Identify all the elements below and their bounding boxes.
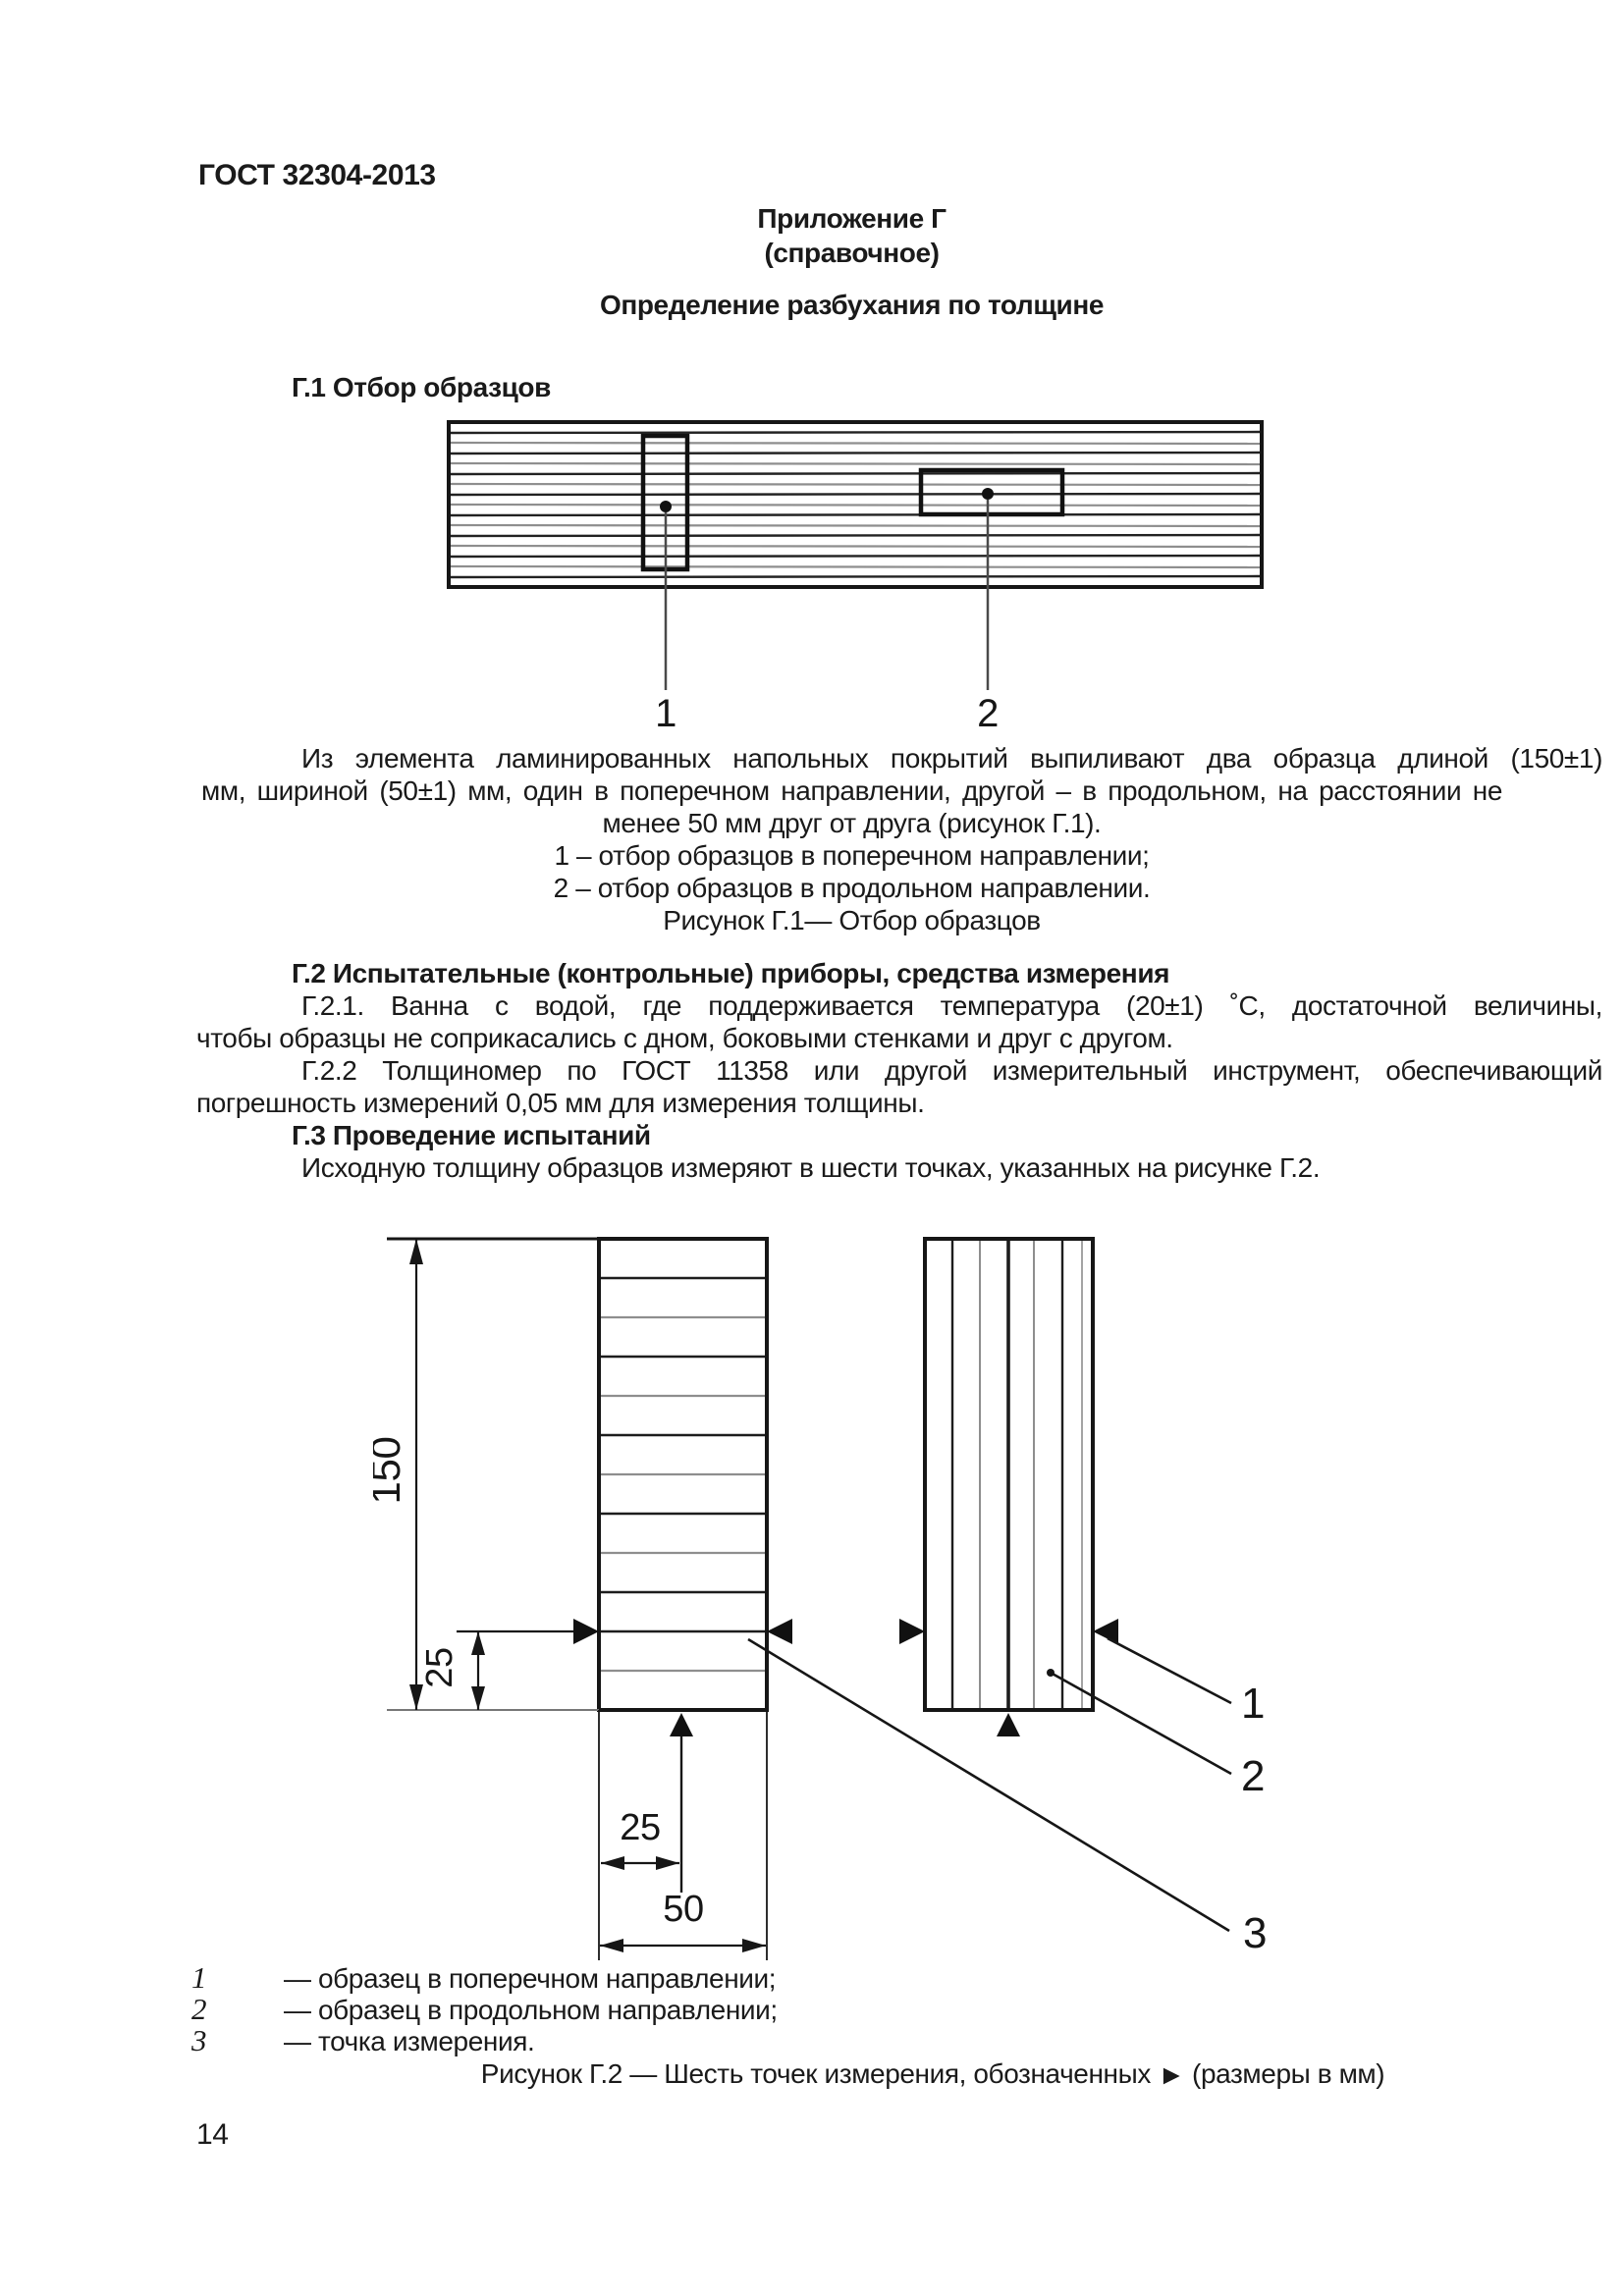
legend-text-1: — образец в поперечном направлении; xyxy=(284,1963,777,1994)
section-g3-heading: Г.3 Проведение испытаний xyxy=(292,1120,651,1150)
legend-num-2: 2 xyxy=(191,1992,207,2026)
measure-arrow-left-rect-right xyxy=(767,1619,792,1644)
figure-g1-sampling-diagram: 1 2 xyxy=(447,420,1264,734)
figure-g1-label-1: 1 xyxy=(655,692,676,734)
figure-g2-label-1: 1 xyxy=(1241,1680,1265,1728)
page-header: ГОСТ 32304-2013 xyxy=(198,159,436,191)
left-sample-stripes xyxy=(601,1276,765,1673)
sample-1-center-dot xyxy=(660,501,672,512)
clause-g22-line2: погрешность измерений 0,05 мм для измере… xyxy=(196,1088,925,1118)
dim-50-label: 50 xyxy=(663,1889,703,1930)
section-g1-heading: Г.1 Отбор образцов xyxy=(292,372,551,402)
measure-arrow-left-rect-left xyxy=(573,1619,599,1644)
appendix-heading: Определение разбухания по толщине xyxy=(599,290,1105,320)
figure-g2-legend-row: 3 — точка измерения. xyxy=(191,2023,535,2058)
callout-leader-1 xyxy=(1107,1636,1232,1705)
g1-paragraph-line3: менее 50 мм друг от друга (рисунок Г.1). xyxy=(602,808,1102,838)
figure-g2-caption-suffix: (размеры в мм) xyxy=(1192,2058,1385,2089)
figure-g2-caption: Рисунок Г.2 — Шесть точек измерения, обо… xyxy=(201,2057,1502,2090)
callout-leader-2 xyxy=(1050,1671,1232,1776)
figure-g2-caption-prefix: Рисунок Г.2 — Шесть точек измерения, обо… xyxy=(480,2058,1152,2089)
dim-25h-arrow-right xyxy=(656,1856,679,1870)
right-sample-outline xyxy=(923,1237,1095,1712)
section-g2-heading: Г.2 Испытательные (контрольные) приборы,… xyxy=(292,958,1170,988)
g1-legend-item2: 2 – отбор образцов в продольном направле… xyxy=(553,873,1151,903)
dim-25v-arrow-down xyxy=(471,1686,485,1710)
dim-25v-arrow-up xyxy=(471,1631,485,1655)
appendix-subtitle: (справочное) xyxy=(764,238,940,268)
g1-paragraph-line1: Из элемента ламинированных напольных пок… xyxy=(301,743,1602,774)
measure-arrow-left-rect-bottom xyxy=(670,1713,693,1736)
flooring-panel-outline xyxy=(447,420,1264,589)
right-sample-stripes xyxy=(950,1241,1083,1708)
figure-g1-label-2: 2 xyxy=(977,692,999,734)
sample-2-center-dot xyxy=(982,488,994,500)
legend-text-2: — образец в продольном направлении; xyxy=(284,1995,778,2025)
dim-150-arrow-down xyxy=(409,1684,423,1710)
left-sample-outline xyxy=(597,1237,769,1712)
clause-g21-line1: Г.2.1. Ванна с водой, где поддерживается… xyxy=(301,990,1602,1021)
legend-num-3: 3 xyxy=(191,2023,207,2057)
figure-g2-label-2: 2 xyxy=(1241,1752,1265,1800)
right-triangle-marker: ► xyxy=(1158,2059,1185,2090)
figure-g2-legend-row: 1 — образец в поперечном направлении; xyxy=(191,1960,777,1996)
dim-25h-arrow-left xyxy=(601,1856,624,1870)
clause-g21-line2: чтобы образцы не соприкасались с дном, б… xyxy=(196,1023,1173,1053)
dim-150-label: 150 xyxy=(373,1437,408,1505)
sample-2-longitudinal-outline xyxy=(918,467,1065,517)
dim-50-arrow-left xyxy=(600,1939,623,1952)
clause-g22-line1: Г.2.2 Толщиномер по ГОСТ 11358 или друго… xyxy=(301,1055,1602,1086)
appendix-title: Приложение Г xyxy=(757,203,947,234)
dim-150-arrow-up xyxy=(409,1239,423,1264)
figure-g2-legend-row: 2 — образец в продольном направлении; xyxy=(191,1992,778,2027)
measure-arrow-right-rect-right xyxy=(1093,1619,1118,1644)
dim-25h-label: 25 xyxy=(620,1807,660,1848)
figure-g1-caption: Рисунок Г.1— Отбор образцов xyxy=(663,905,1041,935)
g1-paragraph-line2: мм, шириной (50±1) мм, один в поперечном… xyxy=(201,775,1502,806)
figure-g2-label-3: 3 xyxy=(1243,1909,1267,1957)
panel-stripes xyxy=(450,430,1261,579)
legend-text-3: — точка измерения. xyxy=(284,2026,535,2056)
callout-leader-3 xyxy=(747,1637,1230,1933)
legend-num-1: 1 xyxy=(191,1960,207,1995)
g3-paragraph: Исходную толщину образцов измеряют в шес… xyxy=(301,1152,1321,1183)
page-number: 14 xyxy=(196,2118,229,2151)
measure-arrow-right-rect-left xyxy=(899,1619,925,1644)
dim-50-arrow-right xyxy=(742,1939,766,1952)
g1-legend-item1: 1 – отбор образцов в поперечном направле… xyxy=(554,840,1150,871)
figure-g2-measurement-diagram: 150 25 25 50 1 2 3 xyxy=(373,1237,1267,1960)
dim-25v-label: 25 xyxy=(419,1647,460,1687)
measure-arrow-right-rect-bottom xyxy=(997,1713,1020,1736)
